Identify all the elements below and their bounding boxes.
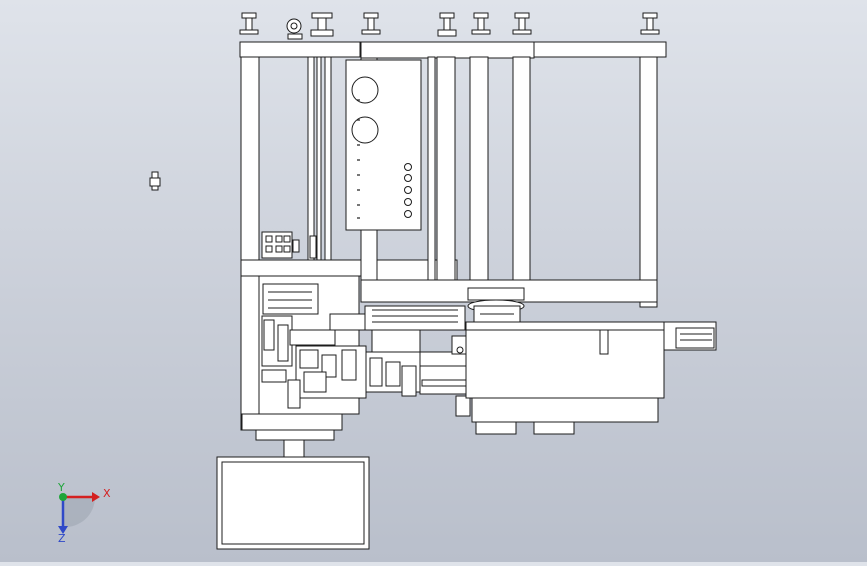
right-table: [465, 321, 717, 435]
leveling-foot: [640, 12, 660, 35]
leveling-foot: [310, 12, 334, 37]
leveling-foot: [239, 12, 259, 35]
terminal-block: [261, 231, 317, 259]
center-mechanism: [364, 305, 471, 417]
y-axis-dot: [59, 493, 67, 501]
y-axis-label: Y: [57, 481, 65, 494]
z-axis-label: Z: [58, 532, 66, 545]
leveling-foot: [361, 12, 381, 35]
loose-fitting: [149, 171, 161, 191]
leveling-feet: [239, 12, 660, 40]
bottom-beam: [241, 413, 343, 431]
x-axis-label: X: [103, 487, 111, 500]
left-column: [240, 56, 260, 431]
mid-beam: [240, 259, 362, 277]
leveling-foot: [512, 12, 532, 35]
leveling-foot: [437, 12, 457, 37]
lower-left-mechanism: [258, 275, 371, 415]
coordinate-triad: X Y Z: [57, 481, 111, 545]
right-column: [639, 56, 658, 308]
bottom-tray: [216, 439, 370, 550]
leveling-foot: [471, 12, 491, 35]
caster-wheel: [286, 18, 303, 40]
